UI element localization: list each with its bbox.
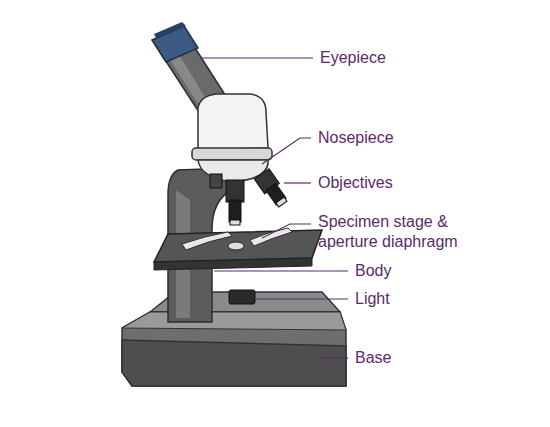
eyepiece-cap — [152, 26, 198, 62]
objective-tip — [230, 220, 240, 225]
eyepiece-cap-top — [154, 22, 186, 38]
stage-top — [154, 230, 322, 262]
objective — [226, 180, 244, 202]
base-front — [122, 340, 346, 386]
leader-line — [284, 182, 311, 183]
leader-line — [262, 224, 311, 238]
stage-clip — [250, 228, 292, 246]
base-body — [122, 312, 346, 386]
objective-tip — [276, 197, 287, 207]
objective — [210, 174, 222, 188]
stage-edge — [154, 258, 312, 270]
leader-line — [200, 57, 313, 58]
part-label: Nosepiece — [318, 128, 394, 148]
head-ring — [192, 148, 272, 160]
part-label: Base — [355, 348, 391, 368]
part-label: Eyepiece — [320, 48, 386, 68]
leader-line — [262, 138, 311, 164]
leader-line — [320, 357, 348, 358]
base-ledge — [122, 312, 346, 330]
part-label: Light — [355, 289, 390, 309]
part-label: Objectives — [318, 173, 393, 193]
aperture-diaphragm — [228, 242, 244, 250]
part-label: Specimen stage & aperture diaphragm — [318, 212, 478, 252]
leader-line — [256, 298, 348, 299]
part-label: Body — [355, 261, 391, 281]
objective — [229, 200, 241, 222]
stage-clip — [182, 232, 232, 250]
light-source — [229, 290, 255, 304]
head-housing — [198, 94, 268, 150]
leader-line — [214, 270, 348, 271]
